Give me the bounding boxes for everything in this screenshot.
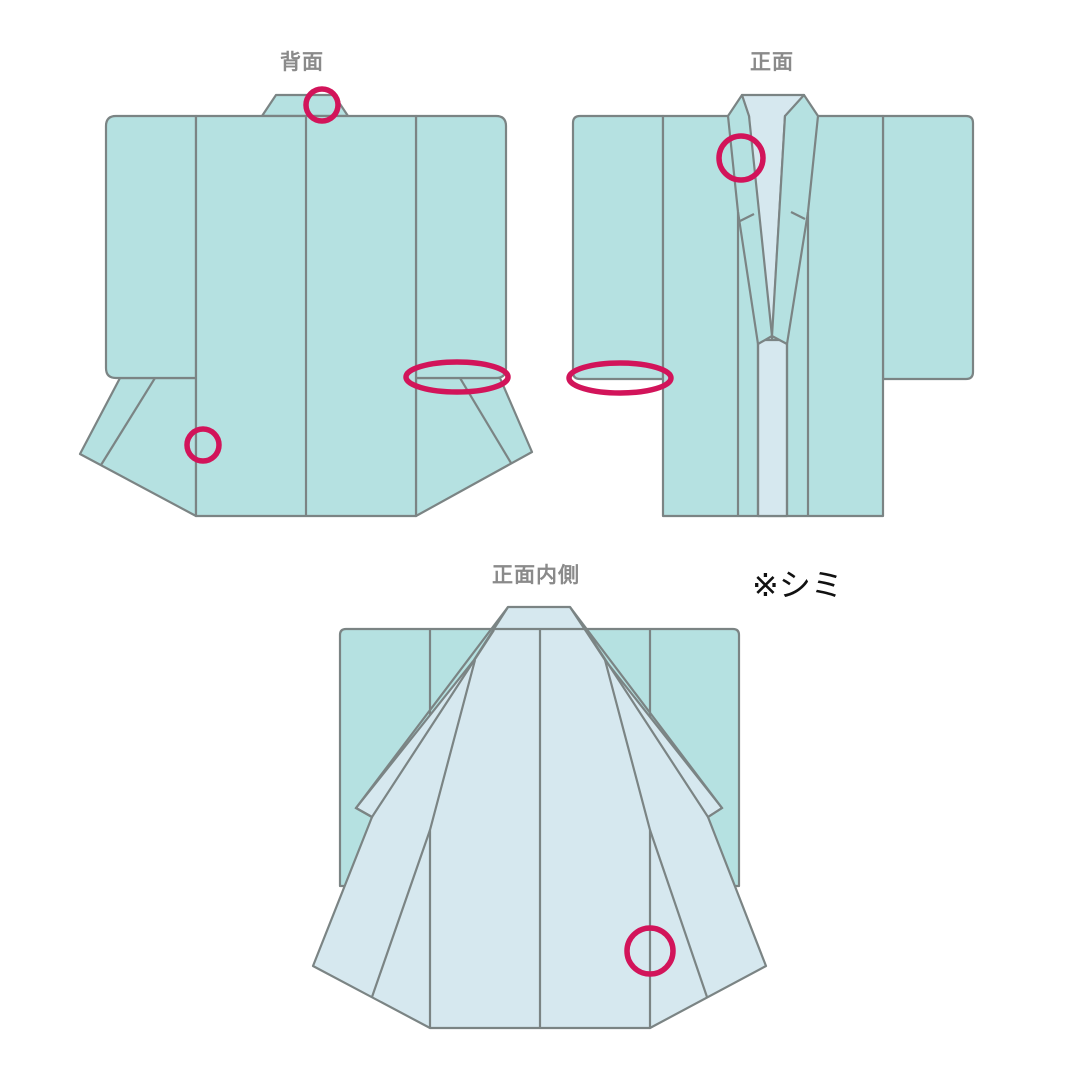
back-left-flare bbox=[78, 376, 198, 518]
back-left-sleeve bbox=[104, 114, 198, 380]
stain-marker-back-hem bbox=[184, 426, 222, 464]
stain-marker-back-collar bbox=[303, 86, 341, 124]
front-right-sleeve bbox=[881, 114, 975, 381]
front-view-label: 正面 bbox=[750, 50, 794, 74]
front-left-sleeve bbox=[571, 114, 665, 381]
back-right-sleeve bbox=[414, 114, 508, 380]
stain-legend: ※シミ bbox=[752, 566, 843, 604]
front-view-diagram bbox=[566, 93, 975, 518]
stain-marker-back-sleeve bbox=[403, 359, 511, 395]
back-view-diagram bbox=[78, 86, 534, 518]
front-inside-view-label: 正面内側 bbox=[492, 563, 580, 587]
front-inside-view-diagram bbox=[311, 605, 768, 1030]
back-right-flare bbox=[414, 376, 534, 518]
back-view-label: 背面 bbox=[280, 50, 324, 74]
stain-marker-inside-lining bbox=[624, 925, 676, 977]
stain-marker-front-collar bbox=[716, 133, 766, 183]
stain-marker-front-sleeve bbox=[566, 360, 674, 396]
front-center-lining bbox=[756, 338, 789, 518]
